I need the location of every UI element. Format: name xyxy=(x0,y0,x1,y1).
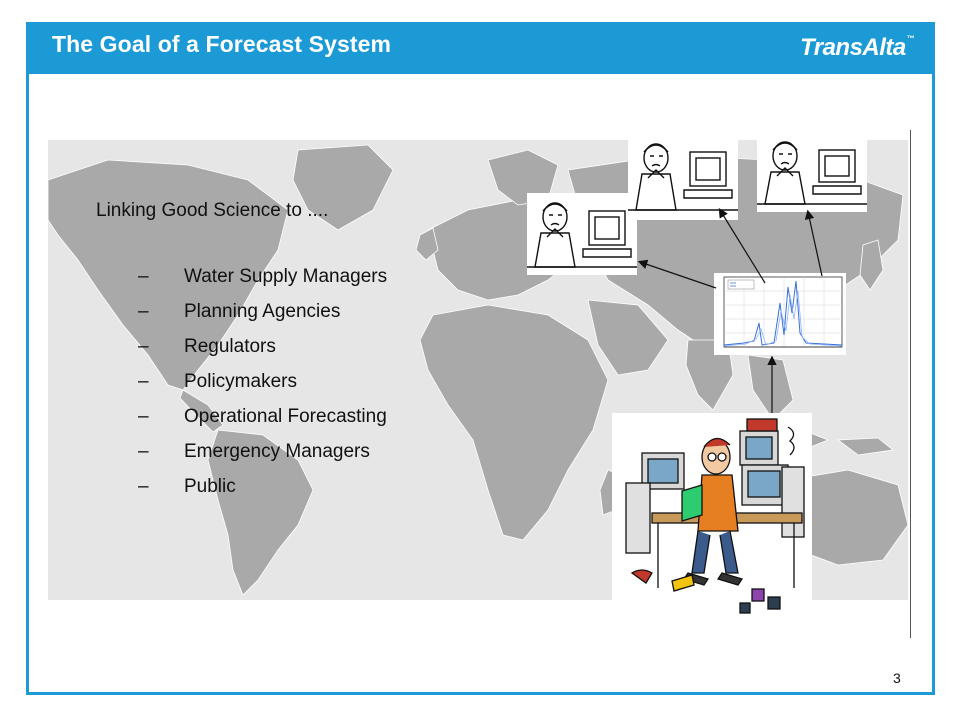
bullet-label: Water Supply Managers xyxy=(184,266,388,287)
bullet-label: Public xyxy=(184,476,236,497)
bullet-label: Planning Agencies xyxy=(184,301,341,322)
bullet-label: Operational Forecasting xyxy=(184,406,387,427)
logo-text: TransAlta xyxy=(800,34,906,61)
right-rule xyxy=(910,130,911,638)
bullet-dash: – xyxy=(138,441,149,462)
hydrograph-thumbnail xyxy=(714,273,846,355)
page-number: 3 xyxy=(893,670,901,686)
bullet-label: Emergency Managers xyxy=(184,441,370,462)
bullet-label: Regulators xyxy=(184,336,276,357)
bullet-dash: – xyxy=(138,266,149,287)
header-bar xyxy=(26,22,935,74)
worried-user-illustration xyxy=(527,202,637,268)
bullet-dash: – xyxy=(138,371,149,392)
worried-user-illustration xyxy=(757,141,867,205)
bullet-dash: – xyxy=(138,301,149,322)
bullet-label: Policymakers xyxy=(184,371,297,392)
transalta-logo: TransAlta™ xyxy=(800,34,915,62)
worried-user-cartoon-1 xyxy=(527,193,637,275)
logo-trademark: ™ xyxy=(906,34,915,43)
hydrograph-illustration xyxy=(723,276,843,348)
slide-title: The Goal of a Forecast System xyxy=(52,31,392,57)
worried-user-illustration xyxy=(628,143,738,211)
forecaster-illustration xyxy=(625,418,805,614)
intro-line: Linking Good Science to .... xyxy=(96,200,329,221)
bullet-dash: – xyxy=(138,476,149,497)
bullet-dash: – xyxy=(138,406,149,427)
bullet-dash: – xyxy=(138,336,149,357)
worried-user-cartoon-3 xyxy=(757,132,867,212)
worried-user-cartoon-2 xyxy=(628,132,738,220)
forecaster-cartoon xyxy=(612,413,812,618)
